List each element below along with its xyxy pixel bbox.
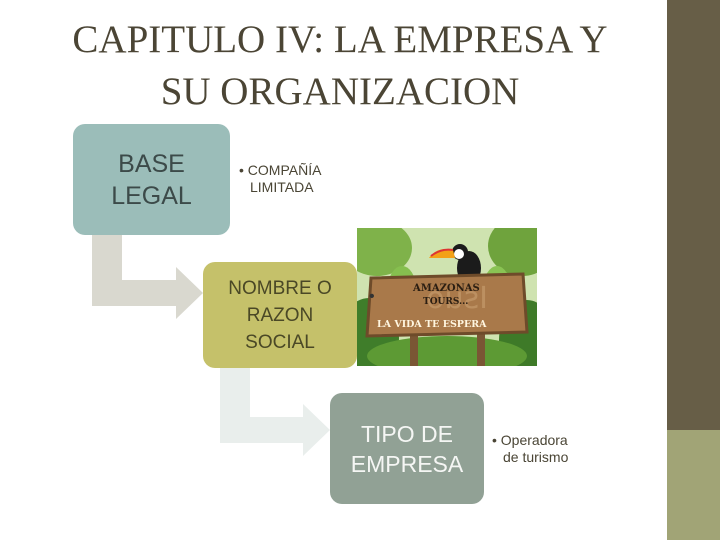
tipo-empresa-box: TIPO DE EMPRESA [330, 393, 484, 504]
tipo-empresa-label: TIPO DE EMPRESA [350, 420, 464, 477]
amazonas-tours-image: Isuo AMAZONAS TOURS... LA VIDA TE ESPERA [357, 228, 537, 366]
nombre-box: NOMBRE O RAZON SOCIAL [203, 262, 357, 368]
decorative-sidebar-accent [667, 430, 720, 540]
nombre-bullet-dot: • [369, 288, 375, 305]
bent-arrow-1 [92, 235, 203, 319]
sign-line1: AMAZONAS [412, 283, 480, 294]
base-legal-bullet-line1: • COMPAÑÍA [239, 162, 322, 178]
sign-line3: LA VIDA TE ESPERA [377, 319, 487, 330]
tipo-empresa-bullet-line2: de turismo [503, 449, 569, 465]
tipo-empresa-bullet: • Operadora de turismo [492, 432, 602, 466]
slide-title-line2: SU ORGANIZACION [160, 70, 520, 113]
tipo-empresa-bullet-line1: • Operadora [492, 432, 568, 448]
nombre-label: NOMBRE O RAZON SOCIAL [228, 277, 332, 353]
base-legal-label: BASE LEGAL [111, 149, 192, 210]
sign-mirrored-text: Isuo [426, 281, 488, 316]
slide-title-line1: CAPITULO IV: LA EMPRESA Y [72, 18, 608, 61]
base-legal-bullet: • COMPAÑÍA LIMITADA [239, 162, 349, 196]
slide-title: CAPITULO IV: LA EMPRESA Y SU ORGANIZACIO… [20, 14, 660, 118]
bent-arrow-2 [220, 368, 330, 456]
base-legal-box: BASE LEGAL [73, 124, 230, 235]
sign-line2: TOURS... [423, 297, 468, 307]
base-legal-bullet-line2: LIMITADA [250, 179, 314, 195]
